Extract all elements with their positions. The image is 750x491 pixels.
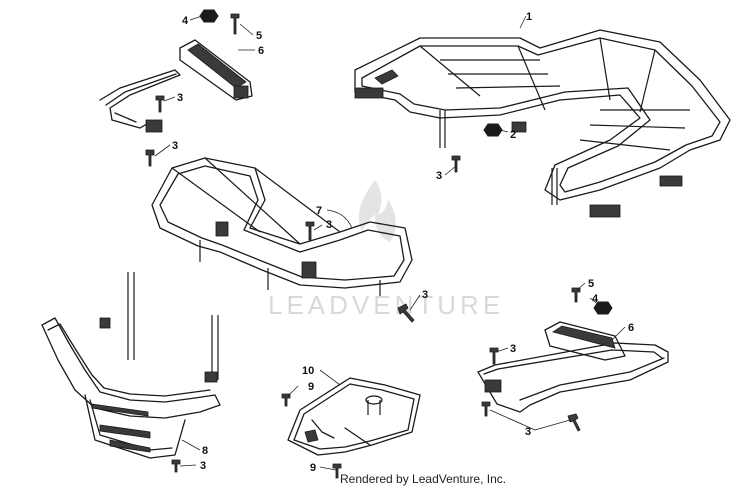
callout-7: 7 xyxy=(316,205,322,217)
bolt-icon xyxy=(481,401,491,417)
fasteners xyxy=(145,9,613,479)
rack-mount-front xyxy=(589,204,621,218)
callout-3: 3 xyxy=(172,140,178,152)
bolt-icon xyxy=(571,287,581,303)
leader-lines xyxy=(154,15,626,471)
nut-icon xyxy=(483,123,503,137)
bolt-icon xyxy=(155,95,165,113)
rear-rack xyxy=(354,29,731,218)
callout-9: 9 xyxy=(308,381,314,393)
nut-icon xyxy=(199,9,219,23)
bumper-mount xyxy=(204,371,218,383)
footrest-left xyxy=(99,39,253,133)
front-rack-bracket-left xyxy=(215,221,229,237)
bolt-icon xyxy=(397,303,415,323)
bolt-icon xyxy=(171,459,181,473)
callout-5: 5 xyxy=(588,278,594,290)
rack-mount-right xyxy=(659,175,683,187)
callout-6: 6 xyxy=(628,322,634,334)
callout-4: 4 xyxy=(592,293,599,305)
callout-8: 8 xyxy=(202,445,208,457)
callout-2: 2 xyxy=(510,129,516,141)
bolt-icon xyxy=(489,347,499,365)
watermark-flame-icon xyxy=(358,180,396,242)
footrest-right-bracket xyxy=(484,379,502,393)
bumper-tab xyxy=(99,317,111,329)
callout-10: 10 xyxy=(302,365,314,377)
callout-3: 3 xyxy=(525,426,531,438)
bolt-icon xyxy=(451,155,461,173)
front-bumper xyxy=(41,272,221,459)
callout-6: 6 xyxy=(258,45,264,57)
callout-3: 3 xyxy=(436,170,442,182)
skid-plate xyxy=(287,377,421,456)
callouts: 1 2 3 3 3 3 3 3 3 3 4 4 5 5 6 6 7 8 9 9 … xyxy=(172,11,634,474)
rack-reflector xyxy=(374,69,399,85)
footrest-right xyxy=(477,321,669,413)
callout-9: 9 xyxy=(310,462,316,474)
bolt-icon xyxy=(281,393,291,407)
callout-3: 3 xyxy=(422,289,428,301)
bolt-icon xyxy=(230,13,240,35)
front-rack-bracket-center xyxy=(301,261,317,279)
bolt-icon xyxy=(305,221,315,241)
callout-3: 3 xyxy=(200,460,206,472)
watermark-text: LEADVENTURE xyxy=(268,290,504,320)
callout-3: 3 xyxy=(177,92,183,104)
callout-3: 3 xyxy=(510,343,516,355)
callout-1: 1 xyxy=(526,11,532,23)
rack-bracket xyxy=(511,121,527,133)
bolt-icon xyxy=(145,149,155,167)
render-credit: Rendered by LeadVenture, Inc. xyxy=(340,472,507,486)
footrest-left-mount xyxy=(145,119,163,133)
front-rack xyxy=(151,157,413,296)
rack-mount-left xyxy=(354,87,384,99)
bolt-icon xyxy=(332,463,342,479)
bolt-icon xyxy=(567,413,581,432)
footrest-left-bracket xyxy=(233,85,249,99)
callout-3: 3 xyxy=(326,219,332,231)
callout-5: 5 xyxy=(256,30,262,42)
callout-4: 4 xyxy=(182,15,189,27)
watermark: LEADVENTURE xyxy=(268,180,504,320)
skid-plate-mount xyxy=(304,429,319,443)
